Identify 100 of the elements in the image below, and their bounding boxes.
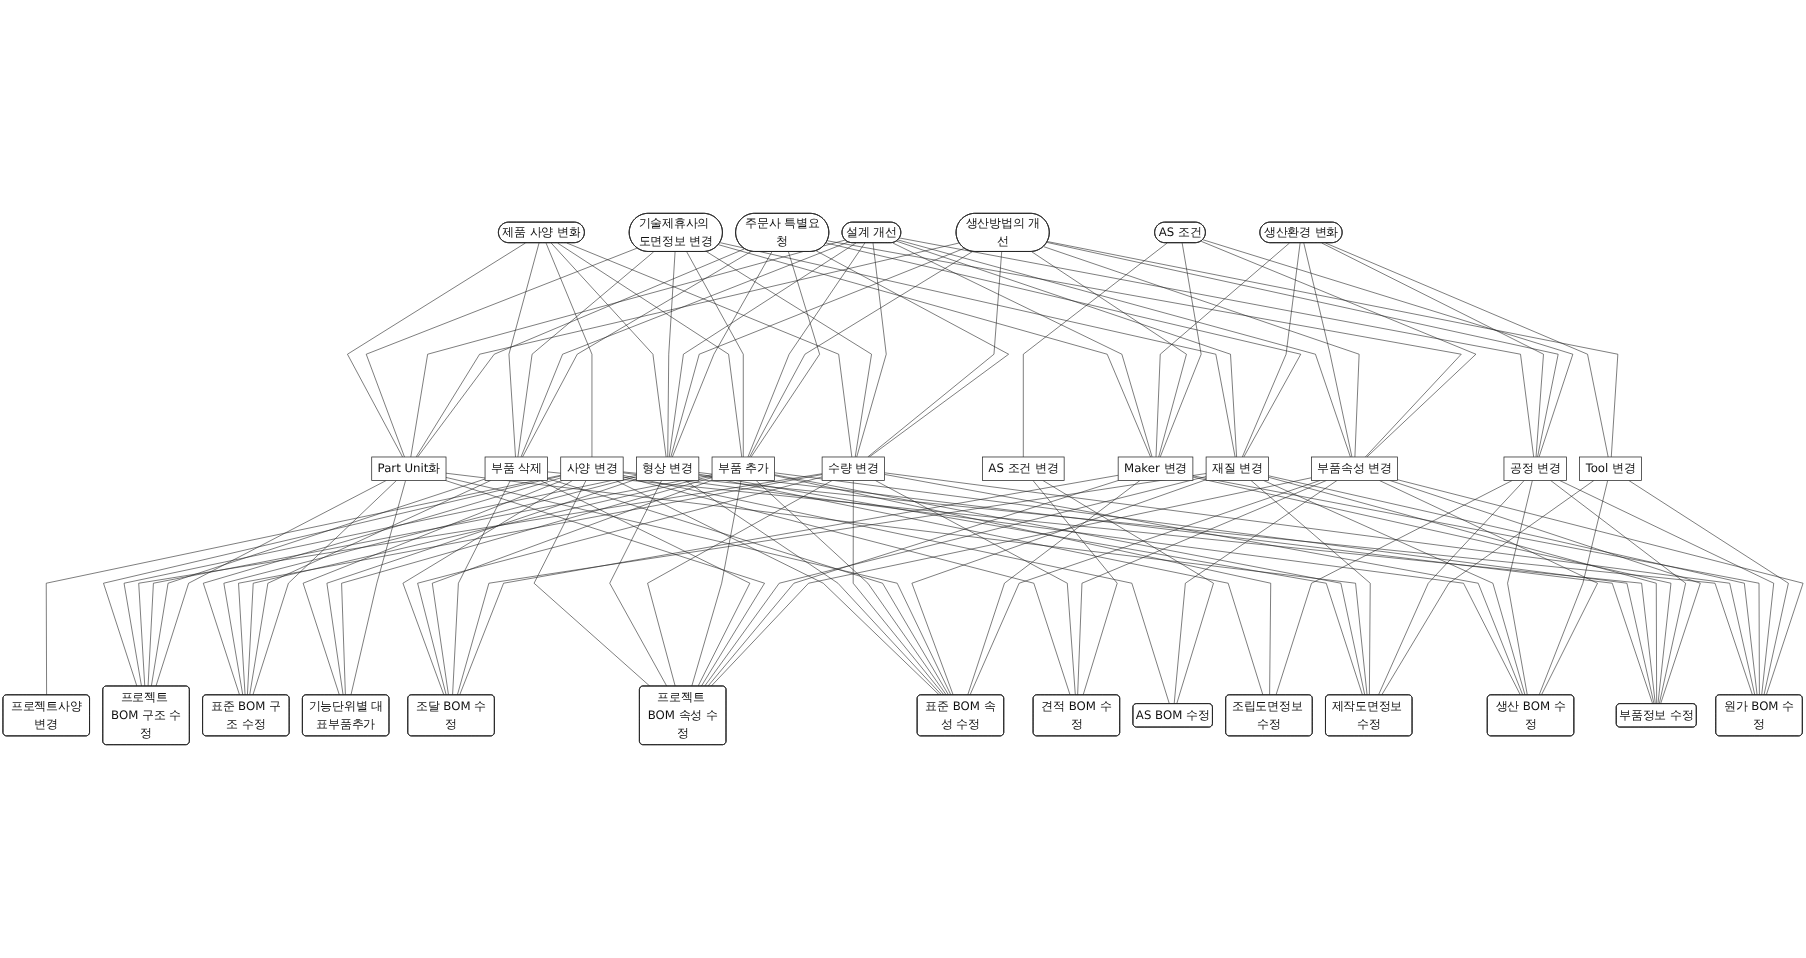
connector xyxy=(899,237,1534,458)
connector xyxy=(1389,480,1701,705)
connector xyxy=(350,480,406,696)
connector xyxy=(969,480,1321,696)
connector xyxy=(417,248,745,458)
connector xyxy=(706,251,872,458)
connector xyxy=(827,240,1462,458)
connector xyxy=(302,480,563,696)
connector xyxy=(402,480,573,696)
connector xyxy=(545,242,593,458)
connector xyxy=(647,480,833,687)
connector xyxy=(622,472,1521,696)
connector xyxy=(774,475,1272,696)
connector xyxy=(347,242,526,458)
connector xyxy=(539,480,751,687)
connector xyxy=(1200,241,1477,458)
connector xyxy=(1628,480,1789,696)
connector xyxy=(896,240,1237,458)
connector xyxy=(151,478,486,687)
connector xyxy=(522,251,752,458)
connector xyxy=(825,242,1302,458)
connector xyxy=(967,480,1141,696)
connector xyxy=(138,473,823,687)
connector xyxy=(670,247,965,458)
connector xyxy=(852,480,945,696)
connector xyxy=(417,476,823,696)
connector xyxy=(1159,242,1202,458)
connector xyxy=(884,474,1524,696)
connector xyxy=(867,251,1002,458)
connector xyxy=(1032,480,1118,696)
connector xyxy=(1378,480,1525,696)
connector xyxy=(1303,242,1353,458)
connector xyxy=(667,251,676,458)
connector xyxy=(508,242,540,458)
connector xyxy=(249,480,492,696)
connector xyxy=(326,478,637,696)
connector xyxy=(1559,480,1774,696)
connector xyxy=(1031,251,1187,458)
connector xyxy=(517,251,654,458)
connector xyxy=(704,476,1207,687)
connector xyxy=(1397,479,1804,696)
connector xyxy=(684,480,943,696)
connector xyxy=(1538,480,1608,696)
connector xyxy=(123,475,637,687)
connector xyxy=(892,242,1153,458)
connector xyxy=(432,479,713,696)
connector xyxy=(547,478,949,696)
connector xyxy=(1043,246,1360,458)
connector xyxy=(1042,480,1214,705)
connector xyxy=(1550,480,1686,705)
connector xyxy=(147,474,713,687)
connector xyxy=(550,242,667,458)
connector xyxy=(719,242,1236,458)
connector xyxy=(341,477,713,696)
connector xyxy=(238,474,823,696)
connector xyxy=(1202,239,1574,458)
connector xyxy=(445,472,1368,696)
connector xyxy=(566,242,853,458)
connector xyxy=(691,480,742,687)
connector xyxy=(1023,242,1168,458)
connector xyxy=(1325,242,1609,458)
connector xyxy=(155,480,387,687)
connector xyxy=(365,247,638,458)
connector xyxy=(1250,480,1371,696)
connector xyxy=(1173,480,1338,705)
connector xyxy=(1077,480,1327,696)
connector xyxy=(609,480,668,687)
connector xyxy=(750,251,820,458)
connector xyxy=(557,242,743,458)
connector xyxy=(897,239,1351,458)
connector xyxy=(686,251,744,458)
connector xyxy=(622,475,1170,705)
connector xyxy=(672,251,773,458)
connector xyxy=(1242,242,1301,458)
connector xyxy=(884,472,1756,696)
connector xyxy=(622,476,1071,696)
connector xyxy=(252,480,397,696)
connector xyxy=(615,480,940,696)
connector xyxy=(410,239,846,458)
connector xyxy=(533,480,651,687)
connector xyxy=(718,244,1151,458)
connector xyxy=(452,480,511,696)
connector xyxy=(747,242,866,458)
connector xyxy=(668,242,857,458)
connector xyxy=(815,250,1009,458)
connector xyxy=(755,480,947,696)
connector xyxy=(203,477,561,696)
connector xyxy=(1507,480,1533,696)
connector xyxy=(415,242,960,458)
connector xyxy=(520,241,849,458)
connector xyxy=(1321,242,1544,458)
connector xyxy=(856,242,887,458)
connector xyxy=(445,477,952,696)
connector xyxy=(1155,242,1290,458)
connector xyxy=(749,251,973,458)
connector xyxy=(247,475,713,696)
connector xyxy=(622,471,1753,696)
connector xyxy=(1192,476,1672,705)
connector xyxy=(707,480,1119,687)
connector xyxy=(223,476,637,696)
